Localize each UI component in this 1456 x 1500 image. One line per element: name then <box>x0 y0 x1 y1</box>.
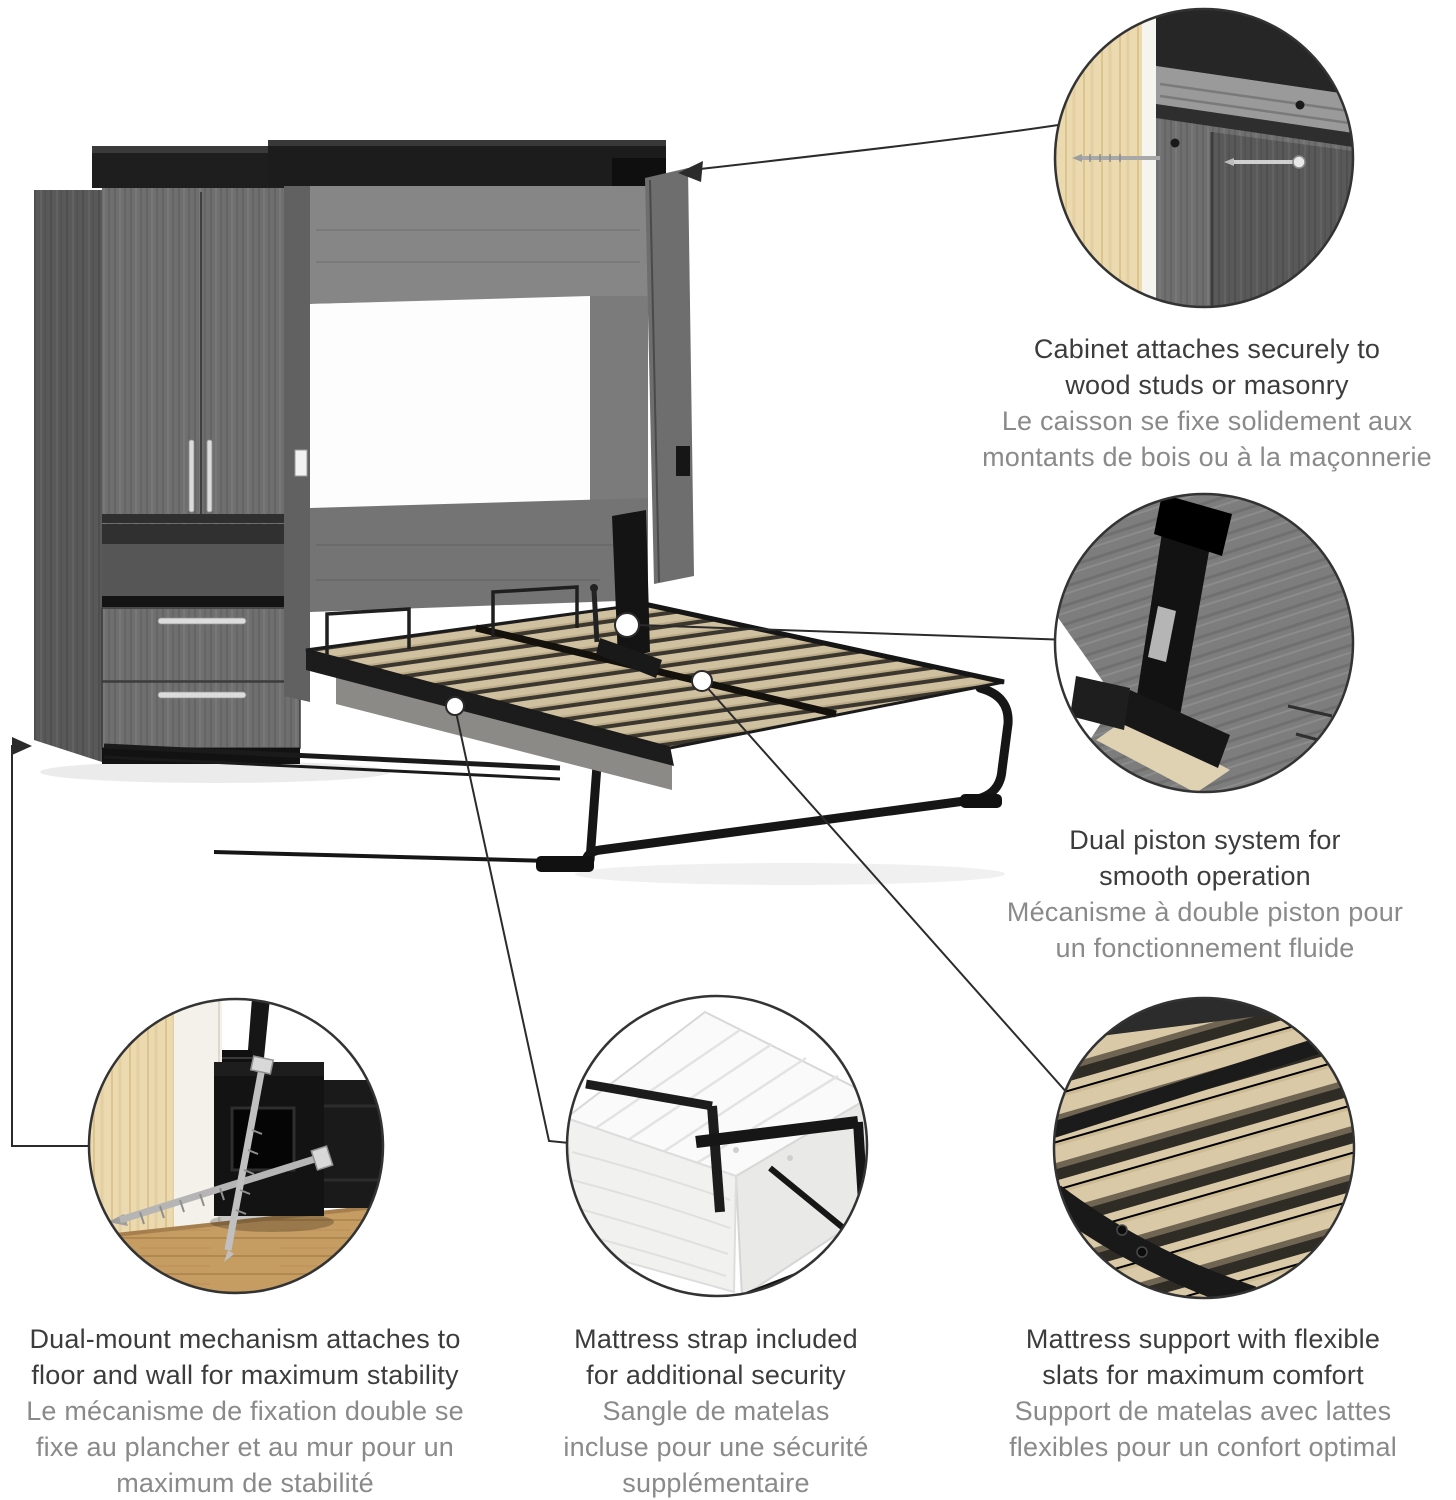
back-panel-top <box>310 186 648 304</box>
cabinet-side-panel <box>34 190 102 762</box>
leader-lines <box>11 119 1101 1147</box>
door-handle-right <box>206 439 213 513</box>
callout-fr-line: maximum de stabilité <box>116 1468 374 1498</box>
callout-en-line: Cabinet attaches securely to <box>1033 334 1381 364</box>
leader-mattress-support <box>703 683 1101 1131</box>
wall-opening <box>310 296 590 508</box>
leg-foot-right <box>960 794 1002 808</box>
callout-en-line: smooth operation <box>1099 861 1311 891</box>
cabinet-shadow <box>40 761 390 783</box>
callout-en-line: Dual piston system for <box>1069 825 1341 855</box>
door-handle-left <box>188 439 195 513</box>
callout-en-line: floor and wall for maximum stability <box>31 1360 459 1390</box>
mattress-strap-band <box>585 1079 713 1111</box>
callout-text-cabinet-attachment: Cabinet attaches securely to wood studs … <box>982 331 1432 475</box>
strap-bracket-2 <box>491 585 579 637</box>
leader-dots <box>445 612 713 716</box>
callout-fr-line: montants de bois ou à la maçonnerie <box>982 442 1432 472</box>
door-latch-left <box>294 449 308 477</box>
callout-en-line: Dual-mount mechanism attaches to <box>29 1324 461 1354</box>
callout-en-line: wood studs or masonry <box>1065 370 1349 400</box>
deck-front-rail <box>306 650 674 766</box>
leader-dual-piston <box>636 624 1071 641</box>
callout-circle-mattress-support <box>1052 996 1356 1300</box>
callout-fr-line: supplémentaire <box>622 1468 810 1498</box>
arrowhead-base <box>12 737 32 755</box>
callout-fr-line: flexibles pour un confort optimal <box>1009 1432 1397 1462</box>
piston-cylinder <box>1148 606 1176 662</box>
callout-en-line: for additional security <box>586 1360 846 1390</box>
callout-fr-line: incluse pour une sécurité <box>563 1432 869 1462</box>
callout-en-line: slats for maximum comfort <box>1042 1360 1364 1390</box>
drawer-handle-top <box>157 617 247 625</box>
callout-text-dual-piston: Dual piston system for smooth operation … <box>1007 822 1403 966</box>
callout-circle-mattress-strap <box>565 994 869 1298</box>
bed-crown <box>268 140 666 186</box>
piston-bracket <box>612 510 650 660</box>
slat-center-rail <box>1054 1026 1354 1138</box>
callout-en-line: Mattress support with flexible <box>1025 1324 1381 1354</box>
bed-frame-rail <box>695 1116 859 1148</box>
callout-circle-dual-mount <box>87 997 385 1295</box>
callout-fr-line: Support de matelas avec lattes <box>1014 1396 1392 1426</box>
callout-fr-line: Mécanisme à double piston pour <box>1006 897 1404 927</box>
lag-screw-horizontal <box>118 1154 320 1224</box>
anchor-dot-slats <box>691 670 713 692</box>
arrowhead-door <box>678 161 703 182</box>
callout-fr-line: un fonctionnement fluide <box>1055 933 1355 963</box>
leg-foot-left <box>536 856 594 872</box>
slat-glimpse-2 <box>1096 716 1230 792</box>
callout-fr-line: fixe au plancher et au mur pour un <box>35 1432 455 1462</box>
flexible-slats <box>1054 1004 1354 1298</box>
callout-fr-line: Sangle de matelas <box>602 1396 830 1426</box>
leader-cabinet-attachment <box>699 119 1091 170</box>
callout-en-line: Mattress strap included <box>574 1324 858 1354</box>
callout-fr-line: Le caisson se fixe solidement aux <box>1001 406 1413 436</box>
floor-mount-rail <box>103 743 561 771</box>
anchor-dot-piston <box>614 612 640 638</box>
callout-fr-line: Le mécanisme de fixation double se <box>26 1396 464 1426</box>
bed-cabinet <box>268 140 694 702</box>
anchor-dot-strap <box>445 696 465 716</box>
open-door-left <box>284 186 310 702</box>
open-door-right <box>645 168 694 584</box>
callout-circle-dual-piston <box>1053 492 1355 794</box>
callout-text-mattress-support: Mattress support with flexible slats for… <box>1009 1321 1397 1465</box>
callout-text-mattress-strap: Mattress strap included for additional s… <box>563 1321 868 1500</box>
door-latch-right <box>676 446 690 476</box>
piston-arm <box>1136 500 1216 716</box>
callout-text-dual-mount: Dual-mount mechanism attaches to floor a… <box>26 1321 464 1500</box>
bed-frame <box>103 510 1013 885</box>
lag-screw-vertical <box>224 1067 266 1251</box>
callout-circle-cabinet-attachment <box>1053 7 1355 309</box>
drawer-handle-bottom <box>157 691 247 699</box>
headboard-panel <box>310 498 648 612</box>
strap-bracket-1 <box>325 607 411 656</box>
